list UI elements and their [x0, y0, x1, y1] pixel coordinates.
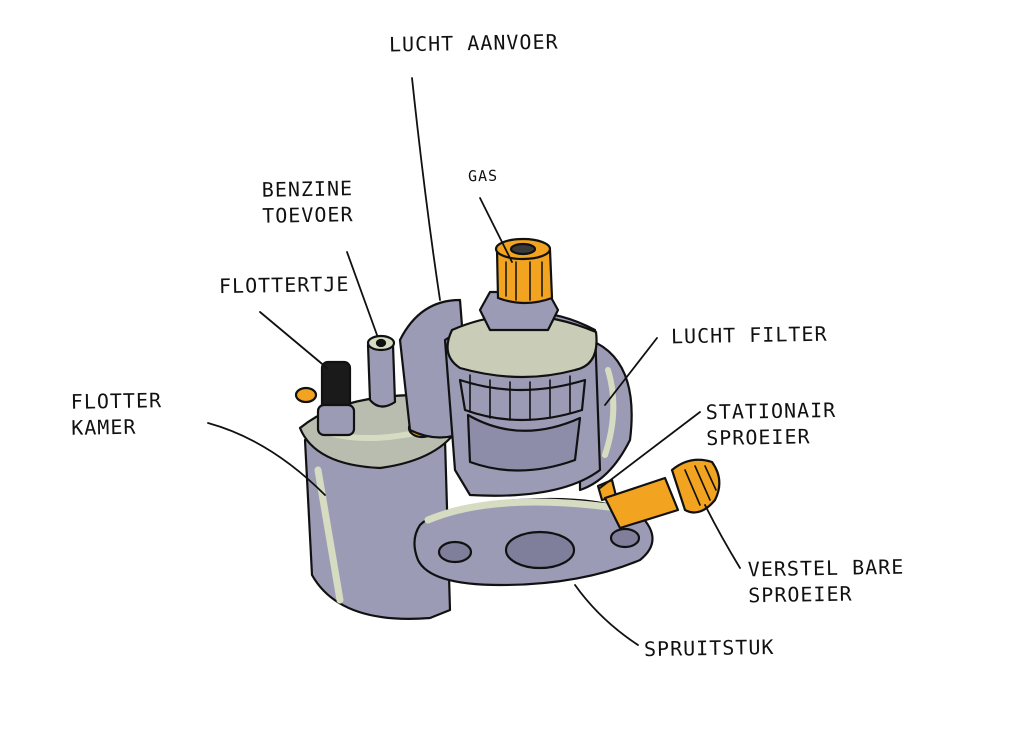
flange-hole-right: [609, 527, 641, 549]
label-benzine-toevoer: BENZINE TOEVOER: [261, 176, 354, 228]
label-flottertje: FLOTTERTJE: [218, 271, 350, 299]
label-lucht-filter: LUCHT FILTER: [670, 321, 828, 349]
label-spruitstuk: SPRUITSTUK: [643, 634, 775, 662]
lid-screw-left: [294, 386, 318, 404]
label-gas: GAS: [467, 166, 499, 186]
label-stationair-sproeier: STATIONAIR SPROEIER: [705, 397, 837, 451]
label-verstelbare-sproeier: VERSTEL BARE SPROEIER: [747, 554, 905, 608]
leader-lines: [207, 77, 741, 646]
fuel-inlet: [366, 343, 397, 408]
gas-adjuster: [495, 248, 554, 305]
flange-hole-left: [437, 540, 473, 564]
label-lucht-aanvoer: LUCHT AANVOER: [388, 29, 559, 57]
label-flotter-kamer: FLOTTER KAMER: [70, 388, 163, 440]
flange-bore: [504, 530, 576, 570]
adjustable-jet: [603, 476, 680, 530]
